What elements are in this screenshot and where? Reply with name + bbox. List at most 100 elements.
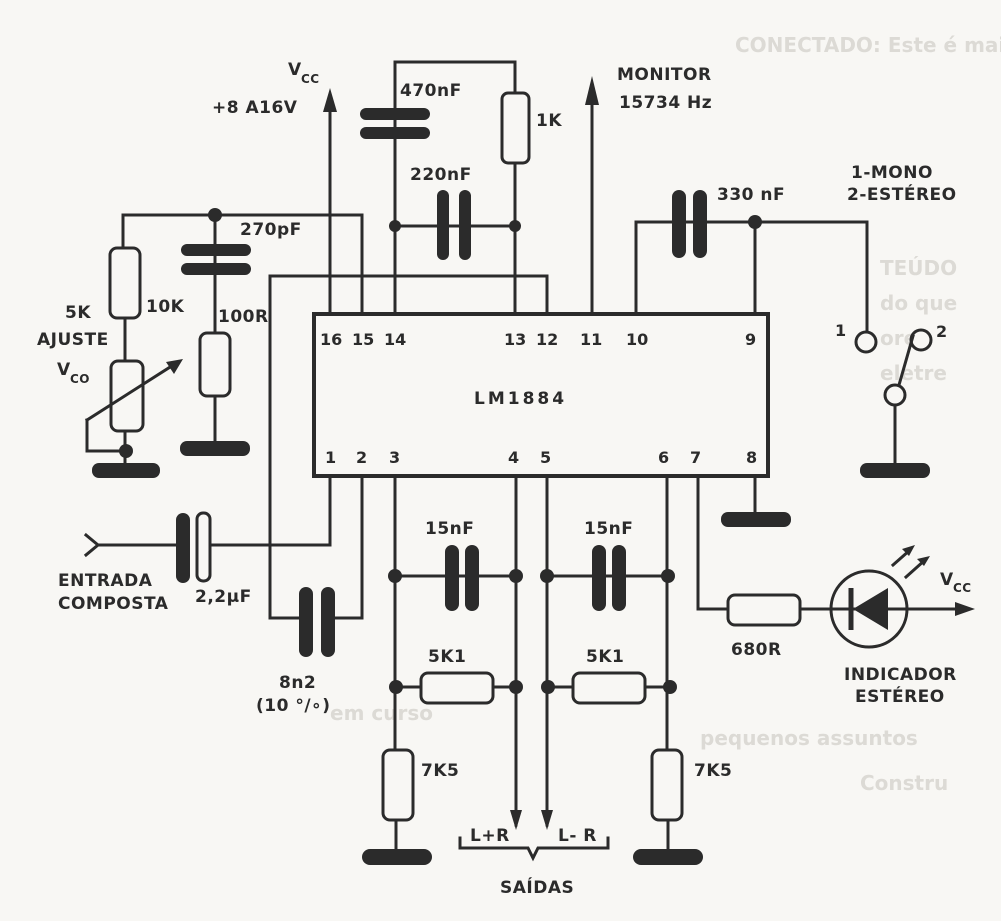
pin14-13-network: 470nF 1K 220nF — [360, 60, 562, 316]
label-1K: 1K — [536, 111, 562, 131]
label-15nF-right: 15nF — [584, 519, 633, 539]
mode-switch-network: 330 nF — [634, 185, 869, 334]
led-label-1: INDICADOR — [844, 665, 957, 685]
capacitor-15nF-right-plate — [592, 545, 606, 611]
output-filter-left: 15nF 5K1 7K5 — [362, 474, 523, 865]
svg-text:CONECTADO: Este é mais uma opç: CONECTADO: Este é mais uma opção — [735, 33, 1001, 57]
pin-8: 8 — [746, 448, 757, 467]
loop-filter-8n2: 8n2 (10 °/∘) — [256, 274, 549, 716]
svg-text:do que: do que — [880, 291, 957, 315]
pin-4: 4 — [508, 448, 519, 467]
svg-text:15734 Hz: 15734 Hz — [619, 93, 712, 113]
led-icon — [829, 569, 909, 649]
switch-contact-2 — [909, 328, 933, 352]
ground-pin8-icon — [721, 512, 791, 527]
ic-part-label: LM1884 — [474, 389, 567, 409]
output-filter-right: 15nF 5K1 7K5 — [540, 474, 732, 865]
monitor-output: MONITOR 15734 Hz — [585, 65, 712, 316]
switch-pivot — [883, 383, 907, 407]
label-ajuste: AJUSTE — [37, 330, 109, 350]
resistor-10K — [108, 246, 142, 320]
capacitor-8n2-plate — [299, 587, 313, 657]
capacitor-2u2-plate — [176, 513, 190, 583]
svg-text:CC: CC — [301, 72, 320, 86]
led-label-2: ESTÉREO — [855, 685, 945, 707]
pin-7: 7 — [690, 448, 701, 467]
mode-label-2: 2-ESTÉREO — [847, 183, 957, 205]
outputs-label: SAÍDAS — [500, 876, 574, 898]
pin-5: 5 — [540, 448, 551, 467]
stereo-indicator: V CC 680R INDICADOR ESTÉREO — [696, 474, 975, 707]
resistor-100R — [198, 331, 232, 398]
input-label-1: ENTRADA — [58, 571, 153, 591]
pin-16: 16 — [320, 330, 342, 349]
supply-range-label: +8 A16V — [212, 98, 298, 118]
resistor-5K1-left — [419, 671, 495, 705]
ground-100R-icon — [180, 441, 250, 456]
output-diff-arrow-icon — [541, 810, 553, 830]
svg-text:pequenos assuntos: pequenos assuntos — [700, 726, 918, 750]
ground-right-icon — [633, 849, 703, 865]
resistor-7K5-right — [650, 748, 684, 822]
mode-label-1: 1-MONO — [851, 163, 933, 183]
label-270pF: 270pF — [240, 220, 302, 240]
label-7K5-left: 7K5 — [421, 761, 459, 781]
switch-label-1: 1 — [835, 321, 846, 340]
pin-1: 1 — [325, 448, 336, 467]
capacitor-330nF-plate — [672, 190, 686, 258]
svg-text:CC: CC — [953, 581, 972, 595]
svg-text:Constru: Constru — [860, 771, 948, 795]
label-5K1-right: 5K1 — [586, 647, 624, 667]
svg-text:MONITOR: MONITOR — [617, 65, 712, 85]
switch-contact-1 — [854, 330, 878, 354]
pin-12: 12 — [536, 330, 558, 349]
resistor-5K1-right — [571, 671, 647, 705]
pin-6: 6 — [658, 448, 669, 467]
pin-13: 13 — [504, 330, 526, 349]
output-sum-label: L+R — [470, 826, 510, 846]
label-680R: 680R — [731, 640, 782, 660]
svg-text:CO: CO — [70, 372, 90, 386]
ic-lm1884-body — [312, 312, 770, 478]
label-100R: 100R — [218, 307, 269, 327]
led-vcc-arrow-icon — [955, 602, 975, 616]
label-8n2-tolerance: (10 °/∘) — [256, 696, 330, 716]
switch-label-2: 2 — [936, 322, 947, 341]
capacitor-220nF-plate — [437, 190, 449, 260]
monitor-arrow-icon — [585, 76, 599, 105]
label-8n2: 8n2 — [279, 673, 316, 693]
svg-text:eletre: eletre — [880, 361, 947, 385]
ground-left-icon — [362, 849, 432, 865]
vco-network: 10K 5K AJUSTE V CO 270pF 100R — [37, 208, 364, 478]
label-7K5-right: 7K5 — [694, 761, 732, 781]
input-label-2: COMPOSTA — [58, 594, 169, 614]
pin-11: 11 — [580, 330, 602, 349]
vcc-supply: V CC +8 A16V — [212, 60, 337, 316]
capacitor-270pF-plate — [181, 244, 251, 256]
pin-14: 14 — [384, 330, 406, 349]
label-10K: 10K — [146, 297, 185, 317]
label-5K: 5K — [65, 303, 91, 323]
output-sum-arrow-icon — [510, 810, 522, 830]
label-15nF-left: 15nF — [425, 519, 474, 539]
pin-10: 10 — [626, 330, 648, 349]
label-5K1-left: 5K1 — [428, 647, 466, 667]
pin-15: 15 — [352, 330, 374, 349]
label-2u2F: 2,2µF — [195, 587, 252, 607]
pot-adjust-arrow-icon — [166, 359, 183, 374]
ground-switch-icon — [860, 463, 930, 478]
resistor-1K — [500, 91, 531, 165]
label-330nF: 330 nF — [717, 185, 785, 205]
mode-switch[interactable]: 1 2 — [835, 321, 947, 478]
resistor-680R — [726, 593, 802, 627]
resistor-7K5-left — [381, 748, 415, 822]
label-220nF: 220nF — [410, 165, 472, 185]
svg-text:TEÚDO: TEÚDO — [880, 256, 957, 280]
vcc-arrow-icon — [323, 88, 337, 112]
capacitor-470nF-plate — [360, 108, 430, 120]
svg-text:V: V — [288, 60, 302, 80]
ground-pot-icon — [92, 463, 160, 478]
composite-input: 2,2µF ENTRADA COMPOSTA — [58, 474, 332, 614]
pin-2: 2 — [356, 448, 367, 467]
